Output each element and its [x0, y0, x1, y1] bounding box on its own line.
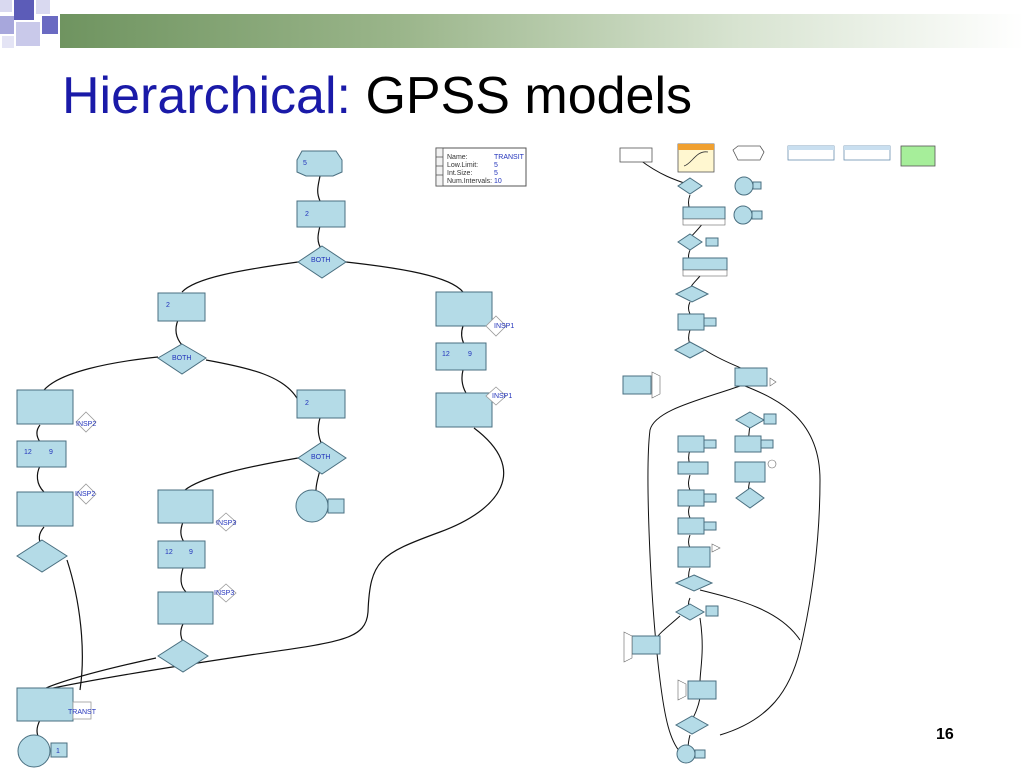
seize-insp3-label: INSP3 — [216, 520, 236, 527]
right-connections — [639, 159, 821, 753]
seize-insp1-label: INSP1 — [494, 323, 514, 330]
release-insp3-label: INSP3 — [214, 590, 234, 597]
page-title: Hierarchical: GPSS models — [62, 64, 692, 128]
advance-block-right[interactable] — [296, 389, 346, 419]
release-insp1[interactable] — [435, 392, 493, 428]
terminate-circle-bottom[interactable] — [17, 734, 51, 768]
advance-right-label: 2 — [305, 400, 309, 407]
tabulate-transit[interactable] — [16, 687, 74, 722]
table-value-numintervals: 10 — [494, 178, 502, 185]
advance-insp1-b: 9 — [468, 351, 472, 358]
advance-top-label: 2 — [305, 211, 309, 218]
table-key-intsize: Int.Size: — [447, 170, 472, 177]
advance-left-label: 2 — [166, 302, 170, 309]
title-gpss-models: GPSS models — [365, 67, 693, 125]
advance-insp3[interactable] — [157, 540, 206, 569]
terminate-count-label: 1 — [56, 748, 60, 755]
advance-insp2-b: 9 — [49, 449, 53, 456]
tabulate-transit-label: TRANST — [68, 709, 97, 716]
page-number: 16 — [936, 726, 954, 743]
transfer-both-mid-label: BOTH — [172, 355, 191, 362]
advance-insp3-a: 12 — [165, 549, 173, 556]
seize-insp3-tag — [215, 512, 237, 532]
release-insp2[interactable] — [16, 491, 74, 527]
seize-insp2[interactable] — [16, 389, 74, 425]
release-insp1-tag — [485, 386, 507, 406]
advance-insp1-a: 12 — [442, 351, 450, 358]
seize-insp2-tag — [75, 411, 97, 433]
header-band — [60, 14, 1024, 48]
advance-insp3-b: 9 — [189, 549, 193, 556]
release-insp2-tag — [75, 483, 97, 505]
advance-insp2[interactable] — [16, 440, 67, 468]
transfer-both-inner-label: BOTH — [311, 454, 330, 461]
transfer-both-top-label: BOTH — [311, 257, 330, 264]
advance-block-left[interactable] — [157, 292, 206, 322]
release-insp3-tag — [215, 583, 237, 603]
transfer-left-bottom[interactable] — [16, 539, 68, 573]
generate-label: 5 — [303, 160, 307, 167]
table-key-name: Name: — [447, 154, 468, 161]
release-insp2-label: INSP2 — [75, 491, 95, 498]
advance-block-top[interactable] — [296, 200, 346, 228]
title-hierarchical: Hierarchical: — [62, 67, 351, 125]
tabulate-transit-tag — [72, 701, 92, 720]
transfer-both-top[interactable] — [297, 245, 347, 279]
terminate-count-bottom — [50, 742, 68, 758]
table-value-intsize: 5 — [494, 170, 498, 177]
table-definition[interactable]: Name: TRANSIT Low.Limit: 5 Int.Size: 5 N… — [435, 147, 527, 187]
corner-decoration — [0, 0, 60, 50]
seize-insp3[interactable] — [157, 489, 214, 524]
terminate-count-mid — [327, 498, 345, 514]
advance-insp2-a: 12 — [24, 449, 32, 456]
transfer-mid-bottom[interactable] — [157, 639, 209, 673]
seize-insp1[interactable] — [435, 291, 493, 327]
release-insp3[interactable] — [157, 591, 214, 625]
table-key-lowlimit: Low.Limit: — [447, 162, 478, 169]
table-key-numintervals: Num.Intervals: — [447, 178, 492, 185]
seize-insp1-tag — [485, 315, 507, 337]
table-value-lowlimit: 5 — [494, 162, 498, 169]
transfer-both-mid[interactable] — [157, 343, 207, 375]
transfer-both-inner[interactable] — [297, 441, 347, 475]
release-insp1-label: INSP1 — [492, 393, 512, 400]
seize-insp2-label: INSP2 — [76, 421, 96, 428]
table-value-name: TRANSIT — [494, 154, 525, 161]
right-blocks — [619, 143, 936, 764]
advance-insp1[interactable] — [435, 342, 487, 371]
generate-block[interactable] — [296, 150, 343, 177]
